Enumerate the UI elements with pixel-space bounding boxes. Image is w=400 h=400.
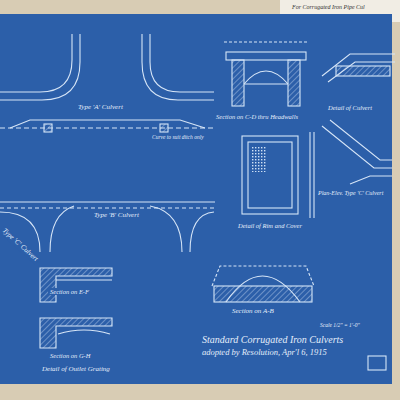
headwall: [160, 124, 168, 132]
culvert-elevation: [330, 120, 392, 160]
pipe-line: [0, 201, 215, 202]
culvert-wingwall: [0, 34, 72, 92]
culvert-wingwall: [142, 34, 214, 100]
drawing-label: Detail of Culvert: [326, 104, 374, 111]
culvert-wingwall: [190, 212, 214, 252]
abutment: [232, 60, 244, 106]
fill-outline: [212, 266, 314, 286]
grating: [252, 146, 266, 172]
rim-section: [313, 132, 314, 218]
pipe-line: [0, 207, 215, 208]
culvert-elevation: [322, 126, 392, 168]
drawing-label: Section on A-B: [230, 308, 276, 316]
headwall: [44, 124, 52, 132]
drawing-label: Type 'A' Culvert: [76, 104, 125, 112]
culvert-detail: [322, 54, 395, 76]
culvert-detail: [336, 66, 390, 76]
dimension-line: [224, 41, 308, 42]
drawing-label: Section on G-H: [48, 352, 92, 359]
drawing-label: Detail of Outlet Grating: [40, 366, 112, 374]
culvert-detail: [328, 62, 395, 82]
stamp: [368, 356, 386, 370]
pipe-base: [244, 83, 288, 84]
drawing-label: Section on E-F: [48, 288, 91, 295]
road-profile: [10, 120, 205, 128]
blueprint-sheet: [0, 14, 392, 384]
drawing-label: Detail of Rim and Cover: [236, 222, 304, 229]
drawing-label: For Corrugated Iron Pipe Cul: [290, 4, 367, 11]
rim-section: [309, 132, 310, 218]
culvert-wingwall: [150, 34, 214, 92]
grating-bar: [56, 279, 112, 280]
pipe-line: [0, 127, 215, 128]
pipe-arch: [226, 276, 300, 302]
drawing-label: Plan-Elev. Type 'C' Culvert: [316, 190, 385, 197]
culvert-wingwall: [0, 34, 80, 100]
outlet-section: [40, 268, 112, 302]
drawing-label: Scale 1/2" = 1'-0": [318, 322, 362, 328]
grating-curve: [58, 330, 110, 334]
culvert-wingwall: [150, 206, 182, 252]
culvert-wingwall: [50, 206, 74, 252]
sheet-caption: adopted by Resolution, Apr'l 6, 1915: [200, 348, 329, 357]
pipe-arch: [244, 71, 288, 84]
rim-frame: [242, 136, 298, 214]
abutment: [288, 60, 300, 106]
outlet-section: [40, 318, 112, 348]
drawing-label: Section on C-D thru Headwalls: [214, 113, 300, 120]
drawing-label: Curve to suit ditch only: [150, 134, 206, 140]
cover: [248, 142, 292, 208]
base-slab: [214, 286, 312, 302]
drawing-label: Type 'B' Culvert: [92, 212, 141, 220]
coping: [226, 52, 306, 60]
culvert-plan: [350, 176, 392, 184]
sheet-title: Standard Corrugated Iron Culverts: [200, 334, 345, 345]
